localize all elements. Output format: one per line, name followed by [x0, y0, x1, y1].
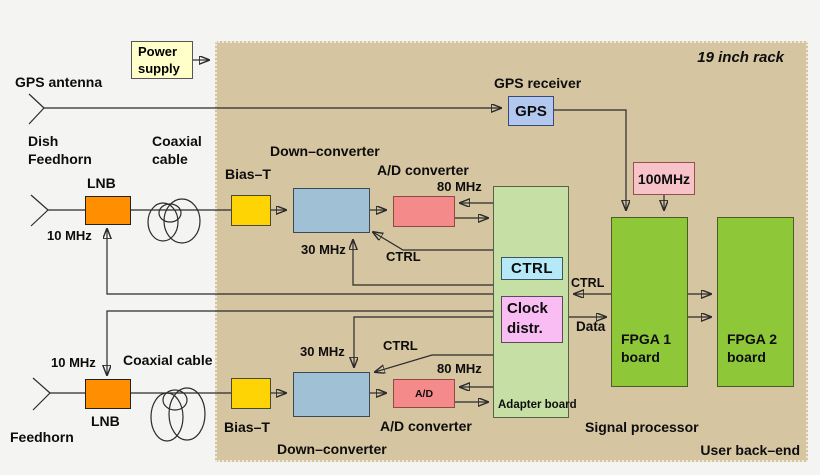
gps-antenna-icon: [28, 93, 45, 125]
signal-processor-label: Signal processor: [585, 419, 699, 435]
ad-converter-label-top: A/D converter: [377, 162, 469, 178]
dish-feedhorn-label: Dish Feedhorn: [28, 133, 92, 167]
adapter-board: CTRL Clock distr. Adapter board: [493, 186, 577, 418]
data-fpga-label: Data: [576, 319, 606, 334]
coax-coil-icon: [150, 392, 184, 442]
ad-converter-label-bottom: A/D converter: [380, 418, 472, 434]
fpga1-board: FPGA 1 board: [611, 217, 688, 387]
80mhz-label-bottom: 80 MHz: [437, 361, 482, 376]
clock-100mhz-box: 100MHz: [633, 162, 695, 195]
80mhz-label-top: 80 MHz: [437, 179, 482, 194]
lnb-box-bottom: [85, 379, 131, 409]
gps-antenna-label: GPS antenna: [15, 74, 103, 90]
down-converter-box-bottom: [293, 372, 370, 417]
30mhz-label-top: 30 MHz: [301, 242, 346, 257]
rack-title: 19 inch rack: [697, 49, 784, 66]
lnb-label-bottom: LNB: [91, 413, 120, 429]
adapter-ctrl-box: CTRL: [501, 257, 563, 280]
power-supply-box: Power supply: [131, 41, 193, 79]
feedhorn-icon: [32, 377, 51, 411]
lnb-box-top: [85, 196, 131, 225]
bias-t-box-top: [231, 195, 271, 226]
coaxial-cable-label-bottom: Coaxial cable: [123, 352, 213, 368]
fpga1-label: FPGA 1 board: [621, 331, 672, 366]
lnb-label-top: LNB: [87, 175, 116, 191]
feedhorn-icon: [30, 194, 49, 227]
down-converter-label-top: Down–converter: [270, 143, 380, 159]
feedhorn-label-bottom: Feedhorn: [10, 429, 74, 445]
down-converter-label-bottom: Down–converter: [277, 441, 387, 457]
10mhz-label-bottom: 10 MHz: [51, 355, 96, 370]
gps-receiver-label: GPS receiver: [494, 75, 582, 91]
30mhz-label-bottom: 30 MHz: [300, 344, 345, 359]
ctrl-fpga-label: CTRL: [571, 276, 605, 290]
coax-coil-icon: [147, 202, 179, 242]
ad-converter-box-bottom: A/D: [393, 379, 455, 408]
ctrl-label-bottom: CTRL: [383, 338, 418, 353]
adapter-board-label: Adapter board: [498, 399, 577, 411]
10mhz-label-top: 10 MHz: [47, 228, 92, 243]
gps-receiver-box: GPS: [508, 96, 554, 126]
user-backend-label: User back–end: [700, 442, 800, 458]
ad-converter-box-top: [393, 196, 455, 227]
bias-t-label-bottom: Bias–T: [224, 419, 270, 435]
down-converter-box-top: [293, 188, 370, 233]
coaxial-cable-label-top: Coaxial cable: [152, 133, 202, 167]
bias-t-label-top: Bias–T: [225, 166, 271, 182]
clock-distr-box: Clock distr.: [501, 296, 563, 343]
bias-t-box-bottom: [231, 378, 271, 409]
fpga2-label: FPGA 2 board: [727, 331, 778, 366]
ctrl-label-top: CTRL: [386, 249, 421, 264]
fpga2-board: FPGA 2 board: [717, 217, 794, 387]
